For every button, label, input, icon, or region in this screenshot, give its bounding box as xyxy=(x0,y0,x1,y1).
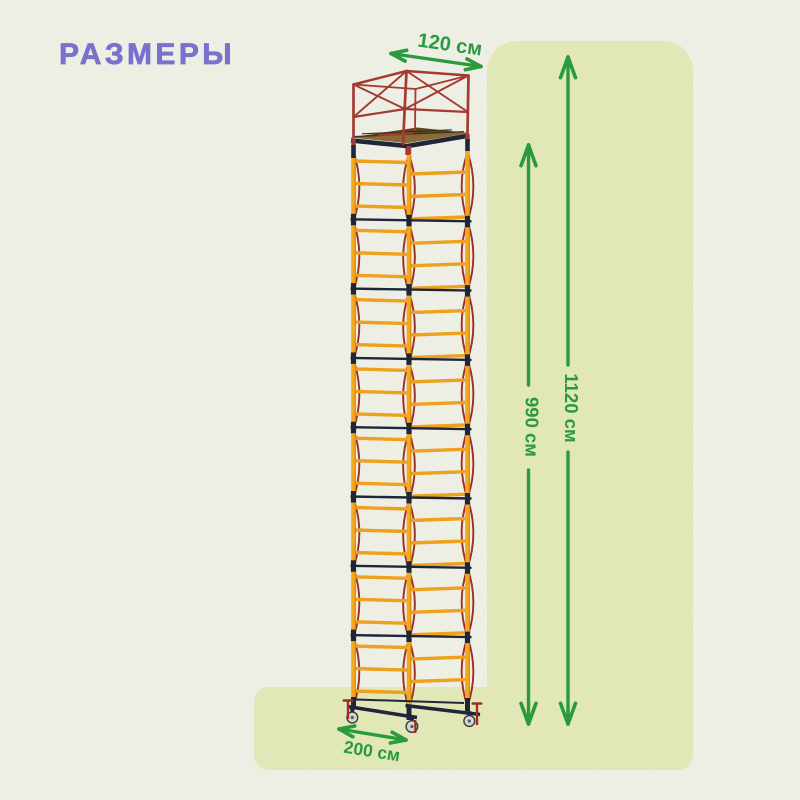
svg-text:1120 см: 1120 см xyxy=(561,373,582,442)
svg-text:РАЗМЕРЫ: РАЗМЕРЫ xyxy=(59,38,235,71)
svg-text:990 см: 990 см xyxy=(522,397,543,457)
